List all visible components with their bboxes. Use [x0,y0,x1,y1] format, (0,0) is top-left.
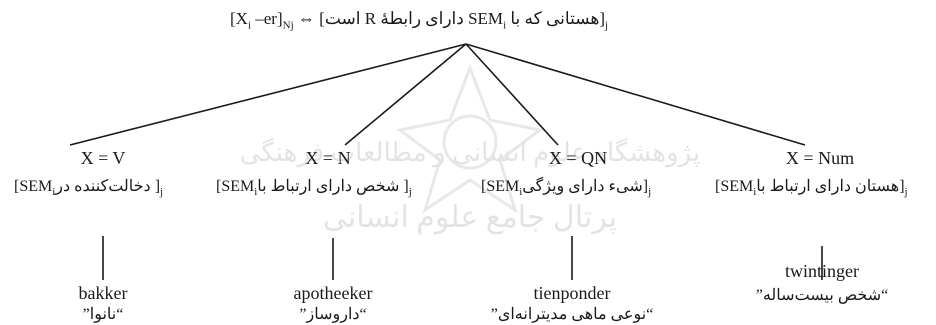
branch-3-gloss: “نوعی ماهی مدیترانه‌ای” [490,306,654,323]
branch-2-sem-fa: شخص دارای ارتباط با [257,178,404,195]
watermark-line2: پرتال جامع علوم انسانی [322,201,618,234]
root-bracket-open: [ [319,9,325,28]
branch-1-sem-sub: i [52,186,56,199]
watermark: پژوهشگاه علوم انسانی و مطالعات فرهنگی پر… [240,60,700,290]
branch-2-gloss: “داروساز” [299,306,367,323]
branch-2-sem-outer-sub: j [408,186,412,199]
branch-4-sem-close: ] [899,178,905,195]
root-persian: هستانی که با SEMi دارای رابطهٔ R است [324,9,600,32]
branch-1-sem-open: [SEM [14,178,53,195]
branch-1-sem-outer-sub: j [160,186,164,199]
branch-2-sem-open: [SEM [216,178,255,195]
branch-2-semantics: [SEMi شخص دارای ارتباط با]j [216,176,412,199]
branch-line-3 [465,43,559,146]
branch-3-sem-outer-sub: j [648,186,652,199]
branch-4-condition: X = Num [785,148,855,168]
branch-3-word: tienponder [533,283,611,303]
root-sub-i: i [247,19,252,32]
branch-3-sem-close: ] [642,178,649,195]
branch-2-condition: X = N [305,148,351,168]
root-persian-sub: i [503,19,507,32]
branch-1-word: bakker [78,283,128,303]
branch-4-sem-outer-sub: j [904,186,908,199]
root-left-mid: –er] [251,9,283,28]
branch-1-gloss: “نانوا” [82,306,124,323]
watermark-emblem-icon [396,63,544,214]
branch-3-semantics: [SEMiشیء دارای ویژگی]j [481,176,652,199]
branch-3-condition: X = QN [548,148,608,168]
branch-3-sem-open: [SEM [481,178,520,195]
branch-4-semantics: [SEMiهستان دارای ارتباط با]j [715,176,908,199]
branch-4-sem-open: [SEM [715,178,754,195]
root-bracket-close: ] [599,9,606,28]
branch-2-sem-sub: i [254,186,258,199]
branch-1-condition: X = V [80,148,126,168]
branch-3-sem-sub: i [519,186,523,199]
branch-4-gloss: “شخص بیست‌ساله” [755,287,889,304]
root-outer-sub: j [605,19,609,32]
branch-3-sem-fa: شیء دارای ویژگی [522,178,643,195]
branch-2-word: apotheeker [293,283,373,303]
branch-line-4 [465,43,806,146]
root-persian-text: هستانی که با SEM [468,9,600,28]
branch-4-sem-fa: هستان دارای ارتباط با [756,178,900,195]
root-arrow: ⇔ [293,9,320,28]
branch-4-sem-sub: i [753,186,757,199]
branch-line-2 [344,43,467,146]
root-persian-text2: دارای رابطهٔ R است [324,9,469,28]
branch-line-1 [69,43,467,146]
root-left-open: [X [230,9,248,28]
root-schema: [Xi –er]Nj ⇔ [هستانی که با SEMi دارای را… [230,9,609,32]
branch-1-sem-close: ] [154,178,161,195]
branch-1-sem-fa: دخالت‌کننده در [55,178,155,195]
root-sub-nj: Nj [282,19,294,32]
branch-2-sem-close: ] [403,178,409,195]
watermark-line1: پژوهشگاه علوم انسانی و مطالعات فرهنگی [239,138,701,167]
branch-4-word: twintinger [785,261,859,281]
branch-1-semantics: [SEMi دخالت‌کننده در]j [14,176,164,199]
